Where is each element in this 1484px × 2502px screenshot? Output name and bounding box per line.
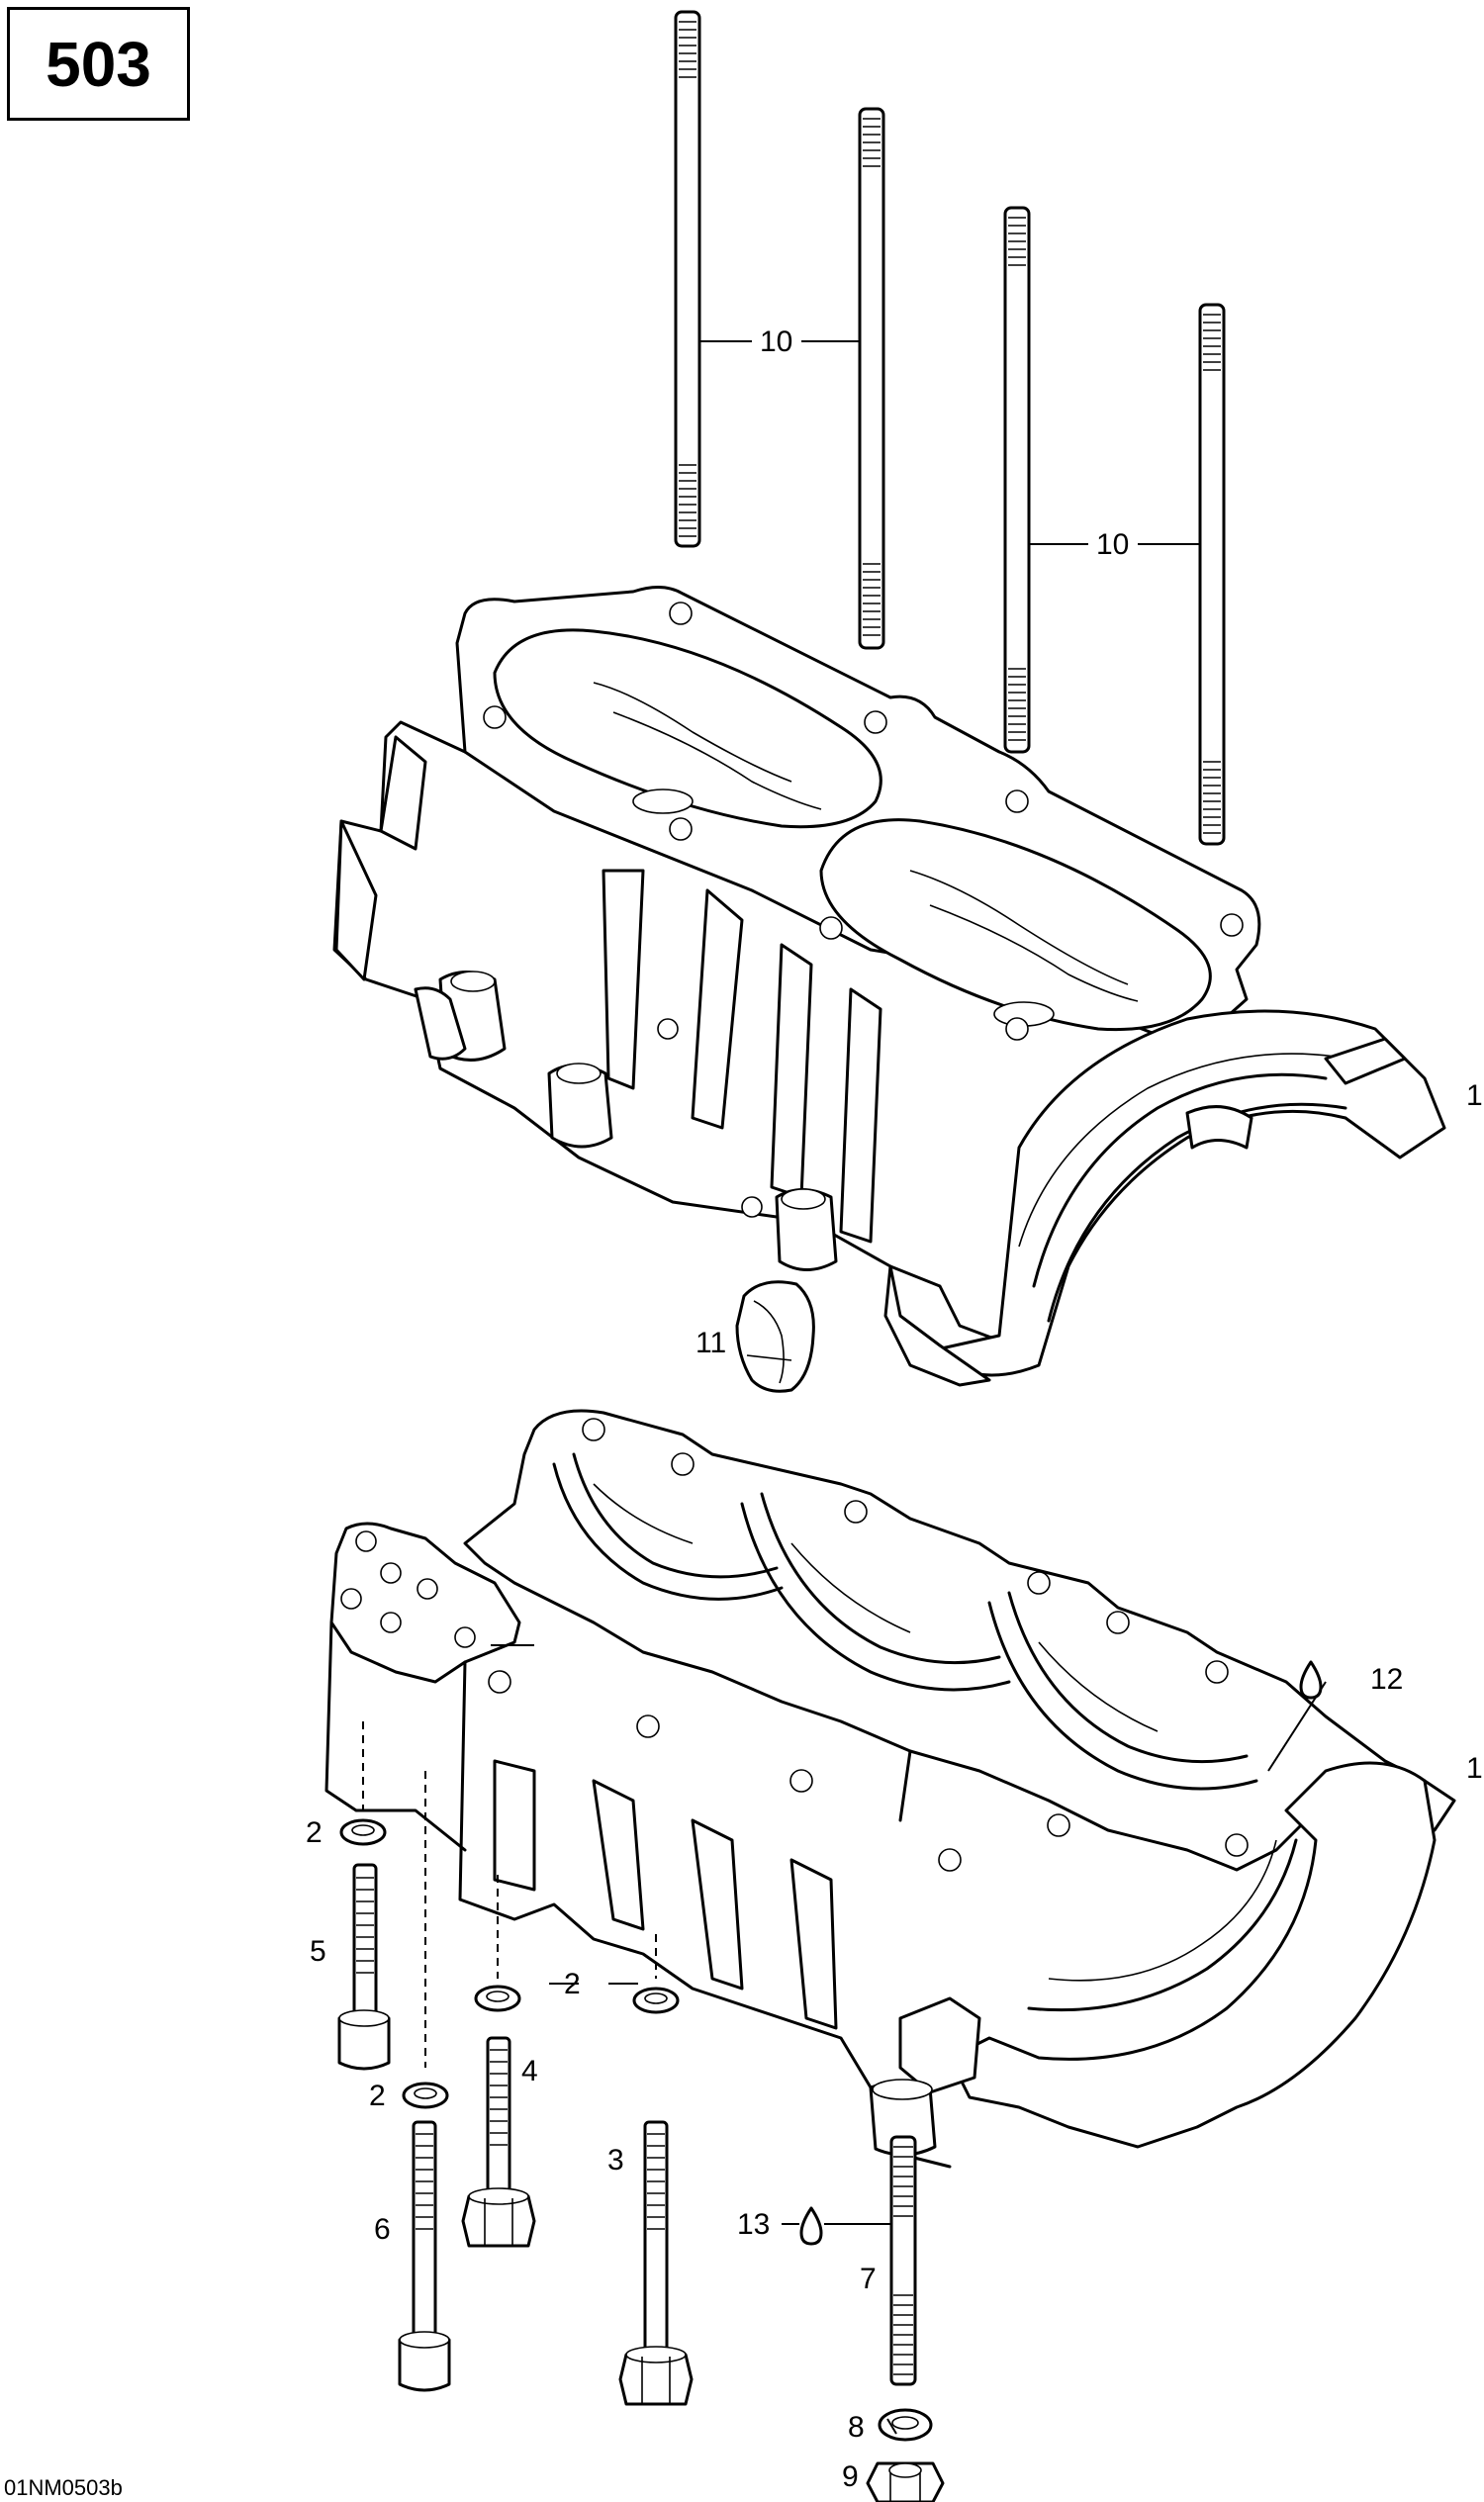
bolt-5 bbox=[337, 1863, 391, 2071]
washer-2-top bbox=[339, 1818, 387, 1846]
page-number-box: 503 bbox=[7, 7, 190, 121]
seal-part-11 bbox=[735, 1280, 815, 1393]
callout-2-mid: 2 bbox=[564, 1968, 581, 2000]
callout-1-lower: 1 bbox=[1466, 1752, 1483, 1785]
callout-13: 13 bbox=[737, 2208, 770, 2241]
callout-7: 7 bbox=[860, 2263, 877, 2295]
callout-12: 12 bbox=[1370, 1663, 1403, 1696]
stud-4 bbox=[1198, 303, 1226, 846]
page-number: 503 bbox=[46, 28, 151, 100]
stud-7 bbox=[889, 2135, 917, 2386]
drawing-code: 01NM0503b bbox=[4, 2475, 123, 2500]
washer-2-mid-b bbox=[632, 1987, 680, 2014]
callout-11: 11 bbox=[696, 1327, 726, 1359]
stud-1 bbox=[674, 10, 701, 548]
callout-1-upper: 1 bbox=[1466, 1079, 1483, 1112]
upper-crankcase-half bbox=[332, 586, 1446, 1387]
callout-6: 6 bbox=[374, 2213, 391, 2246]
bolt-3 bbox=[618, 2120, 694, 2406]
lower-crankcase-half bbox=[325, 1409, 1456, 2169]
washer-2-mid-a bbox=[474, 1985, 521, 2012]
callout-5: 5 bbox=[310, 1935, 326, 1968]
callout-8: 8 bbox=[848, 2411, 865, 2444]
nut-9 bbox=[866, 2461, 945, 2502]
lock-washer-8 bbox=[878, 2408, 933, 2442]
drop-icon bbox=[799, 2206, 823, 2246]
callout-4: 4 bbox=[521, 2055, 538, 2087]
callout-2-top: 2 bbox=[306, 1816, 323, 1849]
stud-2 bbox=[858, 107, 885, 650]
callout-10-a: 10 bbox=[760, 325, 792, 358]
bolt-6 bbox=[398, 2120, 451, 2392]
callout-2-low: 2 bbox=[369, 2080, 386, 2112]
bolt-4 bbox=[461, 2036, 536, 2248]
callout-10-b: 10 bbox=[1096, 528, 1129, 561]
callout-9: 9 bbox=[842, 2460, 859, 2493]
drop-icon bbox=[1299, 1660, 1323, 1700]
washer-2-low bbox=[402, 2082, 449, 2109]
stud-3 bbox=[1003, 206, 1031, 754]
callout-3: 3 bbox=[607, 2144, 624, 2177]
